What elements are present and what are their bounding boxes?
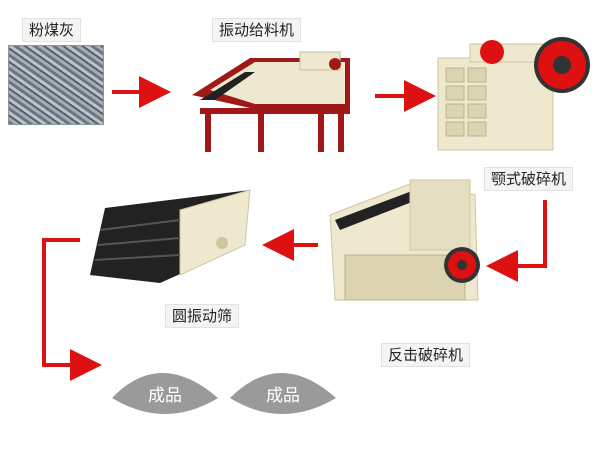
product-pile-1 [112,373,218,414]
jaw-crusher-label: 颚式破碎机 [484,167,574,191]
vibrating-screen-label: 圆振动筛 [165,304,240,328]
product-label-2: 成品 [266,386,300,406]
impact-crusher-label: 反击破碎机 [381,343,471,367]
raw-material-image [8,45,104,125]
product-label-1: 成品 [148,386,182,406]
vibrating-feeder-label: 振动给料机 [212,18,302,42]
product-pile-2 [230,373,336,414]
arrow-screen-to-product [42,238,102,381]
raw-material-label: 粉煤灰 [22,18,82,42]
arrow-jaw-to-impact [486,200,547,282]
